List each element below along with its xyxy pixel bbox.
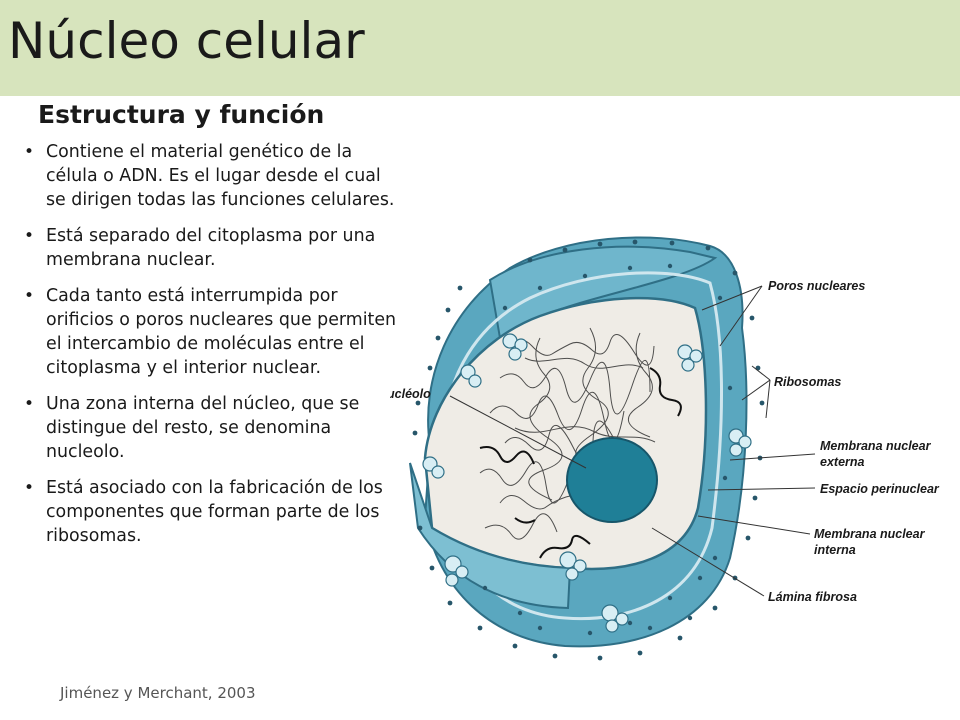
pore-icon (502, 333, 528, 361)
label-membrana-interna: Membrana nuclear (814, 527, 926, 541)
bullet-list: • Contiene el material genético de la cél… (18, 140, 398, 560)
bullet-dot-icon: • (24, 478, 35, 498)
slide-subtitle: Estructura y función (38, 100, 325, 129)
leader-lines (449, 285, 816, 597)
bullet-item: • Cada tanto está interrumpida por orific… (18, 284, 398, 380)
title-band (0, 0, 960, 96)
bullet-text: Está asociado con la fabricación de los … (46, 478, 383, 546)
nucleolus (566, 437, 658, 523)
label-membrana-externa: Membrana nuclear (820, 439, 932, 453)
bullet-item: • Está separado del citoplasma por una me… (18, 224, 398, 272)
chromatin (479, 327, 656, 540)
pore-icon (601, 604, 629, 633)
bullet-text: Una zona interna del núcleo, que se dist… (46, 394, 360, 462)
label-membrana-externa-2: externa (820, 455, 865, 469)
heterochromatin (479, 367, 682, 559)
pore-icon (677, 344, 703, 372)
label-ribosomas: Ribosomas (774, 375, 841, 389)
label-nucleolo: Nucléolo (390, 387, 431, 401)
label-poros: Poros nucleares (768, 279, 865, 293)
pore-icon (559, 551, 587, 581)
bullet-item: • Contiene el material genético de la cél… (18, 140, 398, 212)
bullet-dot-icon: • (24, 394, 35, 414)
label-membrana-interna-2: interna (814, 543, 856, 557)
nucleus-diagram: Nucléolo Poros nucleares Ribosomas Membr… (390, 236, 940, 661)
bullet-dot-icon: • (24, 226, 35, 246)
bullet-dot-icon: • (24, 286, 35, 306)
nuclear-pores (422, 333, 752, 633)
citation: Jiménez y Merchant, 2003 (60, 684, 256, 702)
bullet-text: Contiene el material genético de la célu… (46, 142, 395, 210)
bullet-item: • Una zona interna del núcleo, que se dis… (18, 392, 398, 464)
bullet-text: Está separado del citoplasma por una mem… (46, 226, 376, 270)
bullet-text: Cada tanto está interrumpida por orifici… (46, 286, 397, 378)
label-espacio: Espacio perinuclear (820, 482, 940, 496)
slide-title: Núcleo celular (8, 12, 365, 70)
bullet-item: • Está asociado con la fabricación de los… (18, 476, 398, 548)
perinuclear-space (442, 271, 723, 621)
bullet-dot-icon: • (24, 142, 35, 162)
label-lamina: Lámina fibrosa (768, 590, 857, 604)
pore-icon (422, 456, 445, 479)
pore-icon (460, 364, 482, 388)
pore-icon (444, 555, 469, 587)
pore-icon (728, 428, 752, 457)
